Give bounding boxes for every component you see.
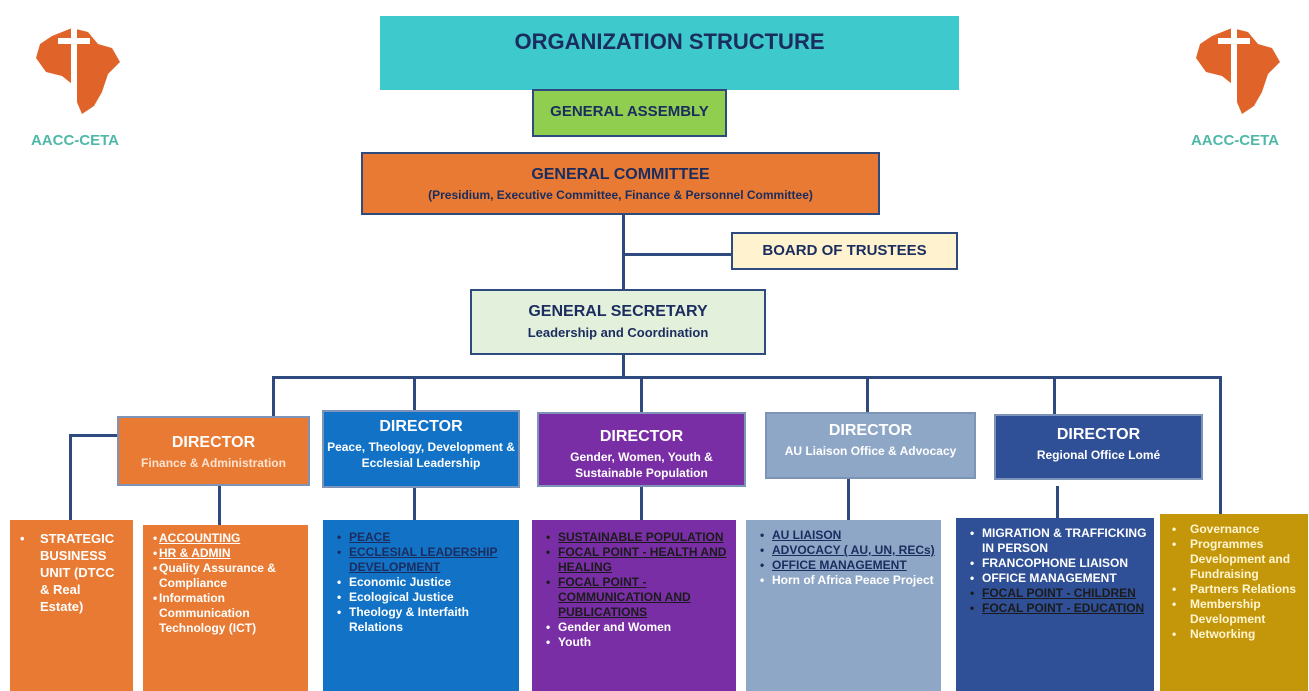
director-au-liaison-box: DIRECTOR AU Liaison Office & Advocacy xyxy=(765,412,976,479)
connector-d2 xyxy=(413,376,416,410)
connector-d1 xyxy=(272,376,275,416)
peace-items-box: PEACE ECCLESIAL LEADERSHIP DEVELOPMENT E… xyxy=(323,520,519,691)
general-committee-subtitle: (Presidium, Executive Committee, Finance… xyxy=(428,188,813,202)
finance-items-box: ACCOUNTING HR & ADMIN Quality Assurance … xyxy=(143,525,308,691)
list-item: OFFICE MANAGEMENT xyxy=(970,571,1148,586)
connector-gs-down xyxy=(622,355,625,377)
list-item: Gender and Women xyxy=(546,620,730,635)
list-item: ACCOUNTING xyxy=(153,531,302,546)
list-item: HR & ADMIN xyxy=(153,546,302,561)
list-item: FOCAL POINT - COMMUNICATION AND PUBLICAT… xyxy=(546,575,730,620)
director-subtitle: Regional Office Lomé xyxy=(1036,448,1161,462)
list-item: Economic Justice xyxy=(337,575,513,590)
connector-d5-b6 xyxy=(1056,486,1059,518)
director-lome-box: DIRECTOR Regional Office Lomé xyxy=(994,414,1203,480)
list-item: Information Communication Technology (IC… xyxy=(153,591,302,636)
general-secretary-box: GENERAL SECRETARY Leadership and Coordin… xyxy=(470,289,766,355)
general-committee-title: GENERAL COMMITTEE xyxy=(531,166,710,183)
general-committee-box: GENERAL COMMITTEE (Presidium, Executive … xyxy=(361,152,880,215)
connector-bot xyxy=(624,253,731,256)
connector-d4 xyxy=(866,376,869,412)
connector-d3 xyxy=(640,376,643,412)
list-item: Programmes Development and Fundraising xyxy=(1172,537,1304,582)
gender-items-box: SUSTAINABLE POPULATION FOCAL POINT - HEA… xyxy=(532,520,736,691)
au-items-box: AU LIAISON ADVOCACY ( AU, UN, RECs) OFFI… xyxy=(746,520,941,691)
director-gender-box: DIRECTOR Gender, Women, Youth & Sustaina… xyxy=(537,412,746,487)
connector-gc-gs xyxy=(622,215,625,289)
aacc-logo-right-text: AACC-CETA xyxy=(1190,132,1280,149)
list-item: SUSTAINABLE POPULATION xyxy=(546,530,730,545)
general-assembly-box: GENERAL ASSEMBLY xyxy=(532,89,727,137)
aacc-logo-left-text: AACC-CETA xyxy=(30,132,120,149)
list-item: Governance xyxy=(1172,522,1304,537)
connector-left-v xyxy=(69,434,72,520)
list-item: Ecological Justice xyxy=(337,590,513,605)
list-item: FRANCOPHONE LIAISON xyxy=(970,556,1148,571)
director-title: DIRECTOR xyxy=(1056,426,1141,443)
list-item: Horn of Africa Peace Project xyxy=(760,573,935,588)
list-item: AU LIAISON xyxy=(760,528,935,543)
connector-d5 xyxy=(1053,376,1056,414)
connector-gs-items xyxy=(1219,376,1222,514)
connector-d3-b4 xyxy=(640,487,643,520)
list-item: Partners Relations xyxy=(1172,582,1304,597)
director-title: DIRECTOR xyxy=(171,434,256,451)
director-finance-box: DIRECTOR Finance & Administration xyxy=(117,416,310,486)
director-subtitle: Finance & Administration xyxy=(141,456,286,470)
director-title: DIRECTOR xyxy=(828,422,913,439)
list-item: Theology & Interfaith Relations xyxy=(337,605,513,635)
list-item: ADVOCACY ( AU, UN, RECs) xyxy=(760,543,935,558)
list-item: Membership Development xyxy=(1172,597,1304,627)
list-item: Quality Assurance & Compliance xyxy=(153,561,302,591)
connector-left-h xyxy=(70,434,117,437)
list-item: FOCAL POINT - EDUCATION xyxy=(970,601,1148,616)
director-title: DIRECTOR xyxy=(379,418,463,435)
list-item: FOCAL POINT - CHILDREN xyxy=(970,586,1148,601)
director-title: DIRECTOR xyxy=(599,428,684,445)
director-peace-box: DIRECTOR Peace, Theology, Development & … xyxy=(322,410,520,488)
aacc-logo-right-icon xyxy=(1196,18,1280,114)
director-subtitle: Peace, Theology, Development & Ecclesial… xyxy=(327,440,515,470)
list-item: MIGRATION & TRAFFICKING IN PERSON xyxy=(970,526,1148,556)
connector-d1-b2 xyxy=(218,486,221,525)
connector-d2-b3 xyxy=(413,488,416,520)
list-item: OFFICE MANAGEMENT xyxy=(760,558,935,573)
page-title: ORGANIZATION STRUCTURE xyxy=(380,16,959,90)
list-item: ECCLESIAL LEADERSHIP DEVELOPMENT xyxy=(337,545,513,575)
director-subtitle: Gender, Women, Youth & Sustainable Popul… xyxy=(570,450,713,480)
director-subtitle: AU Liaison Office & Advocacy xyxy=(784,444,957,458)
list-item: Youth xyxy=(546,635,730,650)
general-secretary-subtitle: Leadership and Coordination xyxy=(527,325,709,340)
connector-directors-bar xyxy=(273,376,1221,379)
general-secretary-title: GENERAL SECRETARY xyxy=(528,303,708,320)
list-item: STRATEGIC BUSINESS UNIT (DTCC & Real Est… xyxy=(20,530,127,615)
general-secretary-items-box: Governance Programmes Development and Fu… xyxy=(1160,514,1308,691)
list-item: Networking xyxy=(1172,627,1304,642)
lome-items-box: MIGRATION & TRAFFICKING IN PERSON FRANCO… xyxy=(956,518,1154,691)
connector-d4-b5 xyxy=(847,479,850,520)
strategic-unit-box: STRATEGIC BUSINESS UNIT (DTCC & Real Est… xyxy=(10,520,133,691)
aacc-logo-left-icon xyxy=(36,18,120,114)
list-item: FOCAL POINT - HEALTH AND HEALING xyxy=(546,545,730,575)
board-of-trustees-box: BOARD OF TRUSTEES xyxy=(731,232,958,270)
list-item: PEACE xyxy=(337,530,513,545)
